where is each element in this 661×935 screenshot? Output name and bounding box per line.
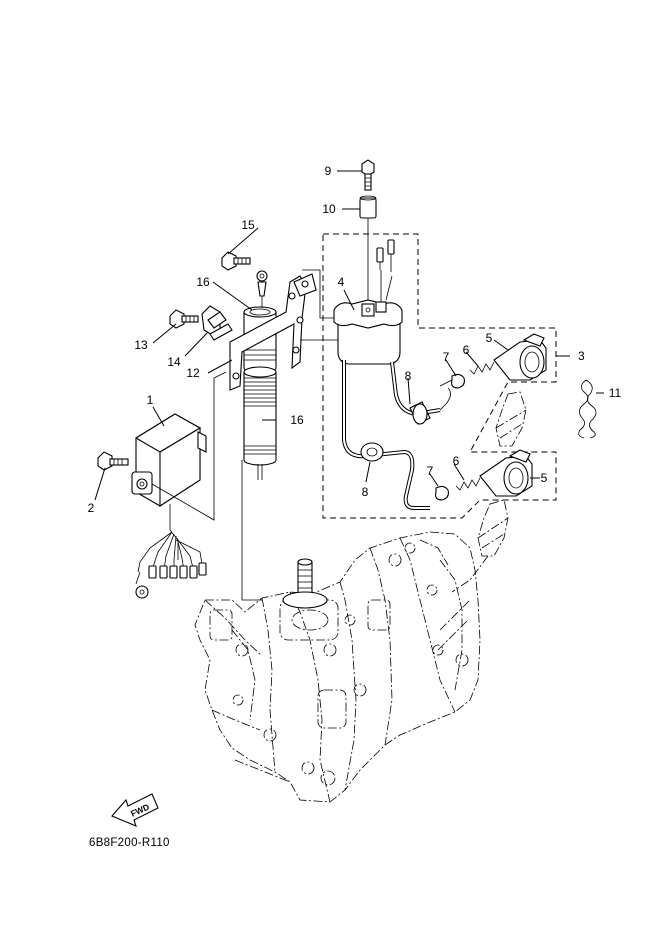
plug-cap-5-lower — [479, 449, 533, 497]
spark-plug-lower — [477, 499, 509, 557]
bolt-13 — [169, 309, 199, 329]
bolt-9 — [361, 159, 375, 191]
ground-lead-15 — [256, 270, 268, 308]
callout-7-upper: 7 — [443, 350, 450, 364]
guide-line — [241, 460, 262, 601]
crankshaft-end — [282, 558, 328, 609]
bolt-15 — [221, 251, 251, 271]
callout-6-upper: 6 — [463, 343, 470, 357]
callout-3: 3 — [578, 349, 585, 363]
callout-14: 14 — [167, 355, 181, 369]
callout-4: 4 — [338, 275, 345, 289]
ignition-coil — [333, 239, 403, 365]
hi-tension-lead-lower — [342, 360, 430, 510]
bolt-2 — [97, 451, 129, 471]
clip-7-upper — [439, 373, 465, 389]
callout-1: 1 — [147, 393, 154, 407]
clip-11 — [578, 379, 597, 439]
callout-2: 2 — [88, 501, 95, 515]
spring-6-upper — [469, 361, 495, 375]
cdi-unit — [131, 413, 207, 599]
callout-11: 11 — [609, 386, 622, 400]
spring-6-lower — [455, 477, 481, 491]
sleeve-lower — [243, 366, 277, 480]
callout-5-lower: 5 — [541, 471, 548, 485]
callout-8-upper: 8 — [405, 369, 412, 383]
plug-guide-line — [451, 555, 489, 593]
callout-6-lower: 6 — [453, 454, 460, 468]
bracket-link-line — [302, 269, 340, 319]
callout-15: 15 — [241, 218, 255, 232]
callout-16-upper: 16 — [196, 275, 210, 289]
cdi-lead — [151, 371, 227, 521]
fwd-arrow-icon: FWD — [111, 793, 159, 827]
ignition-coil-group-box — [322, 233, 557, 519]
spark-plug-upper — [495, 391, 527, 447]
diagram-code: 6B8F200-R110 — [89, 837, 170, 849]
clamp-14 — [201, 305, 233, 341]
engine-block-outline — [194, 531, 481, 803]
callout-13: 13 — [134, 338, 148, 352]
callout-16-lower: 16 — [290, 413, 304, 427]
callout-labels: 1 2 3 4 5 5 6 6 7 7 8 8 9 10 11 12 13 14… — [88, 164, 622, 515]
callout-5-upper: 5 — [486, 331, 493, 345]
bracket-12 — [229, 273, 317, 391]
callout-9: 9 — [325, 164, 332, 178]
callout-12: 12 — [186, 366, 200, 380]
clip-7-lower — [435, 485, 449, 501]
callout-7-lower: 7 — [427, 464, 434, 478]
plug-cap-5-upper — [493, 333, 547, 381]
callout-10: 10 — [322, 202, 336, 216]
sleeve-10 — [359, 195, 377, 219]
leader-lines — [94, 170, 604, 501]
hi-tension-lead-upper — [390, 361, 451, 425]
callout-8-lower: 8 — [362, 485, 369, 499]
